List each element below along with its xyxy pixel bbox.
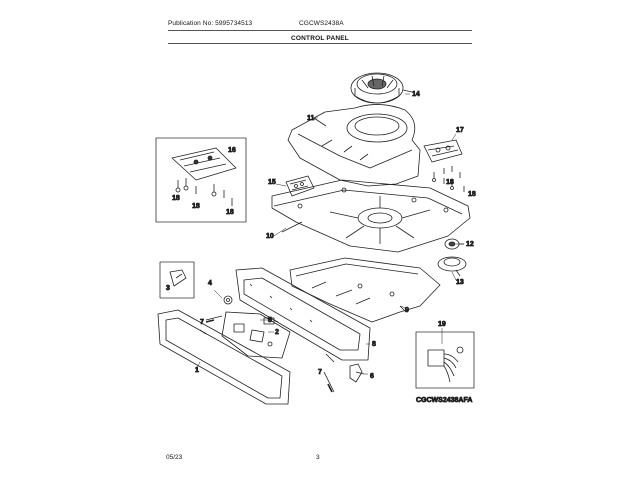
callout-18c: 18 [226,209,234,216]
page-title: CONTROL PANEL [291,35,349,42]
callout-2: 2 [275,329,279,336]
leader-lines [195,93,464,375]
callout-14: 14 [412,91,420,98]
callout-9: 9 [405,307,409,314]
callout-3: 3 [166,285,170,292]
model-number-header: CGCWS2438A [299,20,344,27]
callout-7b: 7 [318,369,322,376]
part-9-lower-bracket [289,257,441,323]
page-number: 3 [316,454,320,461]
inset-box-part-16 [155,137,247,223]
callout-15: 15 [268,179,276,186]
callout-19: 19 [438,321,446,328]
part-2-switch [263,317,279,325]
callout-10: 10 [266,233,274,240]
part-18-screws [432,172,465,192]
part-10-chassis-plate [271,179,471,253]
callout-5: 5 [268,317,272,324]
callout-11: 11 [307,115,315,122]
part-1-front-panel [157,309,291,405]
callout-18e: 18 [468,191,476,198]
part-8-bezel-frame [235,267,371,361]
inset-box-part-19 [415,331,475,389]
footer-date: 05/23 [166,454,183,461]
callout-1: 1 [195,367,199,374]
callout-18a: 18 [172,195,180,202]
part-17-board [423,139,463,178]
callout-13: 13 [456,279,464,286]
part-13-knob-base [437,256,467,277]
inset-model-label: CGCWS2438AFA [416,397,472,404]
part-4-spacer [223,295,233,305]
callout-4: 4 [208,280,212,287]
callout-18b: 18 [192,203,200,210]
part-15-board [285,175,315,197]
callout-6: 6 [370,373,374,380]
callout-17: 17 [456,127,464,134]
part-5-switch-board [221,311,291,359]
callout-12: 12 [466,241,474,248]
header-rule-top [168,30,472,31]
part-7-screws [205,315,335,393]
callout-7a: 7 [200,319,204,326]
inset-box-part-3 [159,261,195,299]
callout-18d: 18 [446,179,454,186]
callout-16: 16 [228,147,236,154]
part-14-blower [350,72,413,104]
publication-number: Publication No: 5995734513 [168,20,253,27]
part-6-clip [349,363,365,383]
part-11-top-panel [287,104,421,187]
header-rule-bottom [168,43,472,44]
callout-8: 8 [372,341,376,348]
